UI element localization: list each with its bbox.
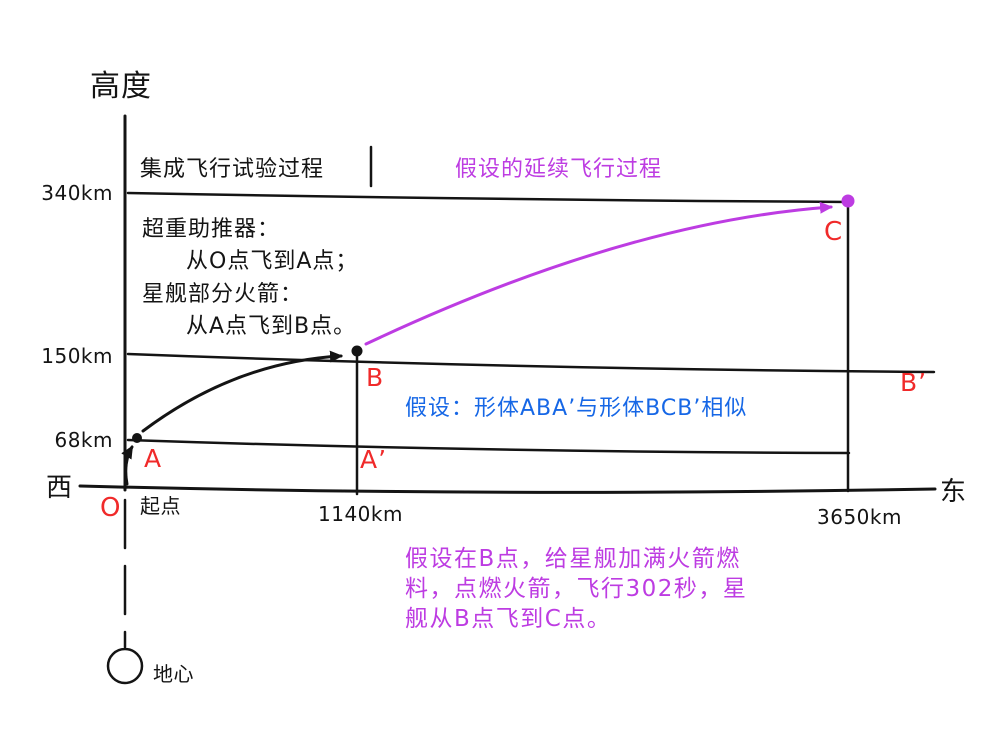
- altitude-line-150: [126, 352, 936, 374]
- earth-center-label: 地心: [153, 662, 194, 686]
- phase-test-label: 集成飞行试验过程: [140, 157, 324, 182]
- origin-label: 起点: [140, 494, 181, 518]
- booster-title: 超重助推器：: [142, 217, 280, 242]
- point-o-label: O: [100, 493, 121, 523]
- starship-title: 星舰部分火箭：: [142, 282, 303, 307]
- ground-line: [78, 484, 937, 494]
- starship-desc: 从A点飞到B点。: [186, 314, 356, 339]
- point-c-dot: [841, 194, 855, 208]
- distance-1140-label: 1140km: [318, 502, 403, 526]
- booster-desc: 从O点飞到A点；: [186, 249, 358, 274]
- distance-3650-label: 3650km: [817, 505, 902, 529]
- point-b-label: B: [366, 363, 384, 392]
- altitude-340-label: 340km: [41, 181, 113, 205]
- trajectory-a-to-b: [141, 350, 343, 433]
- trajectory-o-to-a: [121, 445, 134, 486]
- altitude-150-label: 150km: [41, 344, 113, 368]
- altitude-line-68: [126, 438, 851, 455]
- similarity-note: 假设：形体ABA’与形体BCB’相似: [405, 396, 747, 421]
- phase-hypothetical-label: 假设的延续飞行过程: [455, 157, 662, 182]
- burn-note-line1: 假设在B点，给星舰加满火箭燃: [405, 546, 741, 572]
- point-b-prime-label: B’: [900, 368, 927, 397]
- west-label: 西: [46, 473, 73, 503]
- burn-note-line3: 舰从B点飞到C点。: [405, 606, 611, 632]
- point-a-dot: [132, 433, 142, 443]
- point-c-label: C: [824, 217, 843, 247]
- east-label: 东: [940, 477, 967, 507]
- altitude-line-340: [126, 191, 851, 204]
- point-a-prime-label: A’: [360, 445, 387, 474]
- trajectory-b-to-c: [364, 201, 833, 346]
- point-a-label: A: [144, 444, 162, 473]
- y-axis-label: 高度: [90, 69, 152, 104]
- earth-center-circle: [106, 647, 144, 685]
- burn-note-line2: 料，点燃火箭，飞行302秒，星: [405, 576, 747, 602]
- point-b-dot: [351, 345, 363, 357]
- altitude-68-label: 68km: [54, 428, 113, 452]
